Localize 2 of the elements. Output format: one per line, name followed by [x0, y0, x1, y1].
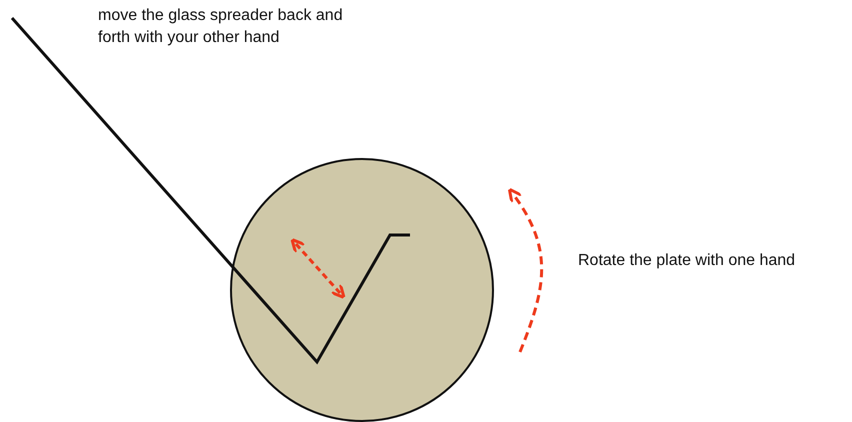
instruction-text: move the glass spreader back and forth with your other hand — [98, 6, 344, 48]
instruction-text: Rotate the plate with one hand — [578, 251, 796, 271]
